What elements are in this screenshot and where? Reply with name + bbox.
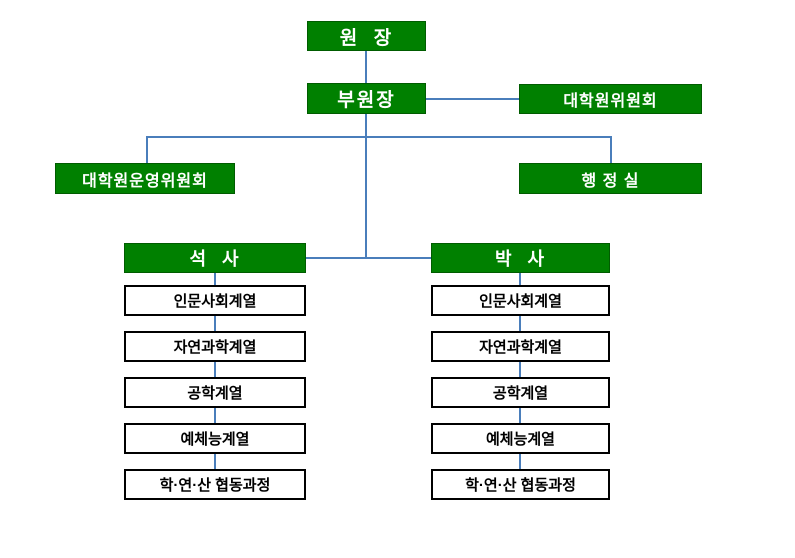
- connector-masters-column: [214, 273, 216, 471]
- leaf-doctoral-engineering: 공학계열: [431, 377, 610, 408]
- leaf-doctoral-arts-physical: 예체능계열: [431, 423, 610, 454]
- connector-branch-horizontal: [146, 136, 611, 138]
- connector-director-vice: [365, 50, 367, 84]
- leaf-masters-engineering: 공학계열: [124, 377, 306, 408]
- connector-vice-trunk: [365, 114, 367, 259]
- connector-drop-admin: [610, 136, 612, 163]
- leaf-masters-cooperative-program: 학·연·산 협동과정: [124, 469, 306, 500]
- connector-vice-committee: [426, 98, 519, 100]
- connector-doctoral-column: [519, 273, 521, 471]
- leaf-doctoral-natural-sciences: 자연과학계열: [431, 331, 610, 362]
- node-graduate-steering-committee: 대학원운영위원회: [55, 163, 235, 194]
- connector-masters-doctoral: [306, 257, 431, 259]
- node-director: 원 장: [307, 21, 426, 51]
- node-doctoral: 박 사: [431, 243, 610, 273]
- connector-drop-steering: [146, 136, 148, 163]
- leaf-doctoral-humanities: 인문사회계열: [431, 285, 610, 316]
- leaf-masters-arts-physical: 예체능계열: [124, 423, 306, 454]
- node-graduate-committee: 대학원위원회: [519, 84, 702, 114]
- node-masters: 석 사: [124, 243, 306, 273]
- leaf-masters-humanities: 인문사회계열: [124, 285, 306, 316]
- node-admin-office: 행 정 실: [519, 163, 702, 194]
- node-vice-director: 부원장: [307, 83, 426, 114]
- leaf-doctoral-cooperative-program: 학·연·산 협동과정: [431, 469, 610, 500]
- leaf-masters-natural-sciences: 자연과학계열: [124, 331, 306, 362]
